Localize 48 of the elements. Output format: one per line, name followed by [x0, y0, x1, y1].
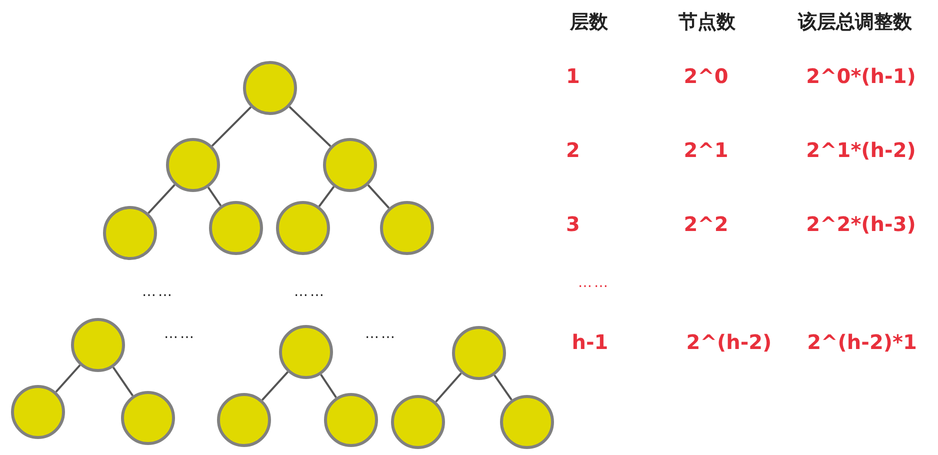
- table-cell: 2^1: [684, 138, 728, 162]
- ellipsis: ……: [578, 275, 610, 291]
- tree-node: [380, 201, 434, 255]
- column-header: 层数: [570, 10, 608, 35]
- tree-edge: [367, 184, 390, 209]
- tree-edge: [211, 106, 252, 147]
- tree-node: [500, 395, 554, 449]
- tree-node: [243, 61, 297, 115]
- table-cell: 2^(h-2): [686, 330, 772, 354]
- table-cell: 2: [566, 138, 580, 162]
- tree-node: [391, 395, 445, 449]
- tree-node: [217, 393, 271, 447]
- ellipsis: ……: [365, 326, 397, 342]
- tree-edge: [261, 371, 289, 401]
- tree-node: [324, 393, 378, 447]
- table-cell: 2^1*(h-2): [806, 138, 916, 162]
- table-cell: 2^2*(h-3): [806, 212, 916, 236]
- tree-node: [103, 206, 157, 260]
- table-cell: 2^0: [684, 64, 728, 88]
- tree-edge: [55, 364, 81, 393]
- table-cell: 3: [566, 212, 580, 236]
- tree-edge: [318, 186, 335, 207]
- table-cell: 2^(h-2)*1: [807, 330, 917, 354]
- ellipsis: ……: [142, 284, 174, 300]
- ellipsis: ……: [294, 284, 326, 300]
- table-cell: 2^0*(h-1): [806, 64, 916, 88]
- tree-node: [11, 385, 65, 439]
- tree-edge: [288, 106, 332, 147]
- tree-node: [323, 138, 377, 192]
- tree-node: [121, 391, 175, 445]
- tree-node: [452, 326, 506, 380]
- tree-node: [209, 201, 263, 255]
- tree-node: [276, 201, 330, 255]
- tree-edge: [112, 366, 134, 396]
- ellipsis: ……: [164, 326, 196, 342]
- column-header: 节点数: [678, 10, 736, 35]
- tree-edge: [435, 372, 462, 402]
- table-cell: 2^2: [684, 212, 728, 236]
- tree-node: [166, 138, 220, 192]
- tree-edge: [320, 374, 337, 398]
- tree-edge: [148, 184, 176, 214]
- tree-node: [71, 318, 125, 372]
- tree-edge: [494, 374, 512, 400]
- tree-node: [279, 325, 333, 379]
- tree-edge: [207, 186, 222, 206]
- column-header: 该层总调整数: [798, 10, 912, 35]
- table-cell: h-1: [572, 330, 608, 354]
- table-cell: 1: [566, 64, 580, 88]
